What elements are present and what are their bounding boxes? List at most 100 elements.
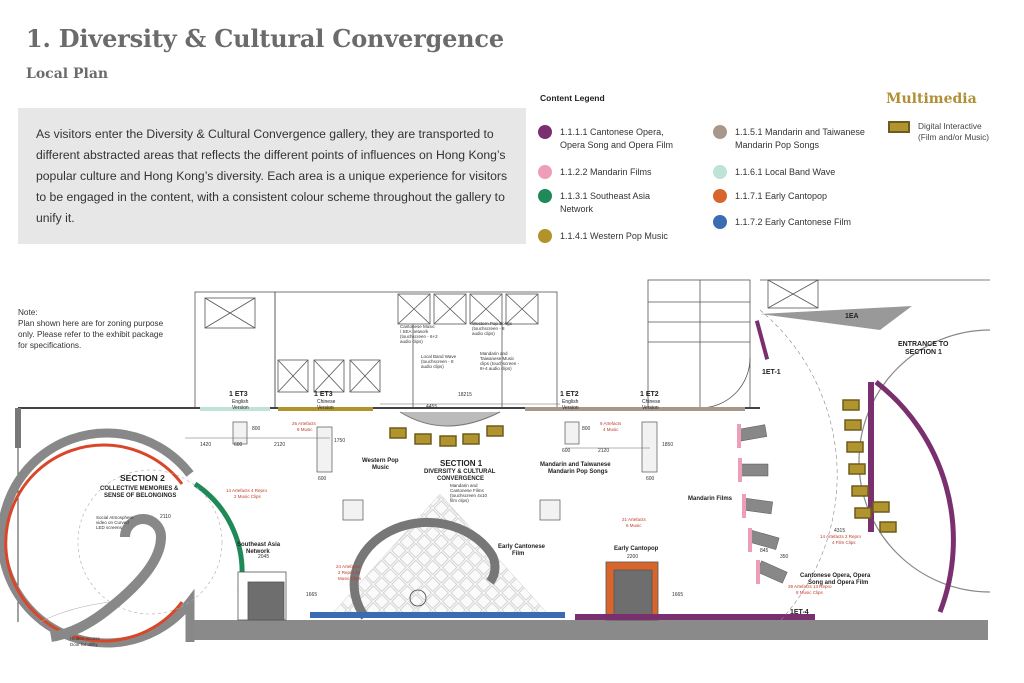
- et1-label: 1ET-1: [762, 369, 781, 376]
- section2-artefacts: 14 Artefacts 4 Repro: [226, 488, 268, 493]
- svg-text:Song and Opera Film: Song and Opera Film: [808, 580, 868, 586]
- svg-text:Version: Version: [232, 405, 249, 411]
- dim-label: 600: [234, 442, 243, 448]
- upper-rooms: [194, 279, 990, 409]
- description-box: As visitors enter the Diversity & Cultur…: [18, 108, 526, 244]
- svg-text:6 Music: 6 Music: [626, 523, 642, 528]
- svg-text:2 Repro 10: 2 Repro 10: [338, 570, 361, 575]
- svg-text:8 Music: 8 Music: [297, 427, 313, 432]
- cantopop-artefacts: 21 Artefacts: [622, 517, 647, 522]
- mandarin-music-note: Mandarin and: [480, 351, 508, 356]
- svg-text:audio clips): audio clips): [472, 331, 495, 336]
- legend-label: 1.1.7.2 Early Cantonese Film: [735, 217, 852, 227]
- svg-text:SENSE OF BELONGINGS: SENSE OF BELONGINGS: [104, 493, 176, 499]
- strip-local-band: [200, 407, 270, 411]
- svg-text:Version: Version: [562, 405, 579, 411]
- opera-purple-walls: [754, 320, 874, 532]
- section1-subtitle: DIVERSITY & CULTURAL: [424, 469, 496, 475]
- entrance-area: [759, 306, 991, 641]
- et2-1-label: 1 ET2: [560, 391, 579, 398]
- svg-text:SECTION 1: SECTION 1: [905, 349, 942, 356]
- svg-text:4 Music: 4 Music: [603, 427, 619, 432]
- legend-label: 1.1.1.1 Cantonese Opera,Opera Song and O…: [560, 127, 674, 150]
- legend-dot: [713, 165, 727, 179]
- legend-title: Content Legend: [540, 93, 605, 103]
- section2-spiral: [50, 514, 167, 642]
- legend-item-western-pop: 1.1.4.1 Western Pop Music: [538, 229, 668, 243]
- svg-text:Chinese: Chinese: [642, 399, 661, 405]
- sea-label: Southeast Asia: [237, 542, 281, 548]
- mandarin-artefacts: 9 Artefacts: [600, 421, 622, 426]
- svg-text:(touchscreen - 8: (touchscreen - 8: [421, 359, 454, 364]
- svg-text:(touchscreen - 6+2: (touchscreen - 6+2: [400, 334, 438, 339]
- svg-text:film clips): film clips): [450, 498, 469, 503]
- legend-dot: [538, 165, 552, 179]
- multimedia-title: Multimedia: [886, 91, 977, 107]
- description-text: As visitors enter the Diversity & Cultur…: [36, 127, 508, 225]
- legend-item-cantonese-opera: 1.1.1.1 Cantonese Opera,Opera Song and O…: [538, 125, 674, 151]
- legend-label: 1.1.7.1 Early Cantopop: [735, 191, 828, 201]
- films-touchscreen-note: Mandarin and: [450, 483, 478, 488]
- western-pop-label: Western Pop: [362, 458, 399, 464]
- dim-label: 1665: [306, 592, 317, 598]
- western-pop-curve: [399, 411, 501, 427]
- dim-label: 1420: [200, 442, 211, 448]
- svg-text:Film: Film: [512, 551, 524, 557]
- et2-2-label: 1 ET2: [640, 391, 659, 398]
- svg-text:CONVERGENCE: CONVERGENCE: [437, 476, 484, 482]
- svg-text:LED screens: LED screens: [96, 525, 123, 530]
- svg-text:Music Clips: Music Clips: [338, 576, 362, 581]
- dim-label: 845: [760, 548, 769, 554]
- dim-label: 1665: [672, 592, 683, 598]
- multimedia-legend-item: Digital Interactive(Film and/or Music): [888, 121, 989, 143]
- svg-text:Door for utility: Door for utility: [70, 642, 99, 647]
- local-band-note: Local Band Wave: [421, 354, 457, 359]
- dim-label: 1850: [662, 442, 673, 448]
- dimension-lines: [185, 403, 650, 449]
- svg-text:Taiwanese Music: Taiwanese Music: [480, 356, 515, 361]
- dim-label: 800: [582, 426, 591, 432]
- svg-text:clips (touchscreen -: clips (touchscreen -: [480, 361, 520, 366]
- digital-interactive-icon: [888, 121, 910, 133]
- legend-item-local-band: 1.1.6.1 Local Band Wave: [713, 165, 835, 179]
- svg-text:Chinese: Chinese: [317, 399, 336, 405]
- svg-text:(touchscreen - 8: (touchscreen - 8: [472, 326, 505, 331]
- mandarin-pop-label: Mandarin and Taiwanese: [540, 462, 611, 468]
- svg-text:8+4 audio clips): 8+4 audio clips): [480, 366, 512, 371]
- section1-curved-wall: [349, 517, 500, 620]
- plan-note: Note: Plan shown here are for zoning pur…: [18, 308, 164, 350]
- svg-text:8 Music Clips: 8 Music Clips: [796, 590, 824, 595]
- dim-label: 2120: [598, 448, 609, 454]
- hidden-door-note: Hidden Access: [70, 636, 101, 641]
- et4-label: 1ET-4: [790, 609, 809, 616]
- section2-subtitle: COLLECTIVE MEMORIES &: [100, 486, 179, 492]
- svg-text:/ SEA network: / SEA network: [400, 329, 429, 334]
- page-title: 1. Diversity & Cultural Convergence: [26, 24, 504, 53]
- entrance-label: ENTRANCE TO: [898, 341, 949, 348]
- svg-text:2 Music Clips: 2 Music Clips: [234, 494, 262, 499]
- dim-label: 2045: [258, 554, 269, 560]
- pillars: [232, 421, 658, 521]
- interactive-screens: [389, 399, 897, 533]
- svg-text:Network: Network: [246, 549, 270, 555]
- opera-label: Cantonese Opera, Opera: [800, 573, 871, 579]
- early-cantopop-label: Early Cantopop: [614, 546, 659, 552]
- western-songs-note: Western Pop Songs: [472, 321, 513, 326]
- dim-label: 350: [780, 554, 789, 560]
- bottom-rooms: [237, 561, 659, 621]
- et3-1-version: English: [232, 399, 249, 405]
- section2-inner-ring: [77, 469, 223, 615]
- dim-label: 4315: [834, 528, 845, 534]
- strip-collective-memories: [4, 443, 184, 643]
- legend-dot: [713, 215, 727, 229]
- legend-dot: [713, 125, 727, 139]
- mandarin-film-artefacts: 14 Artefacts 2 Repro: [820, 534, 862, 539]
- mandarin-film-walls: [736, 424, 788, 584]
- legend-label: 1.1.2.2 Mandarin Films: [560, 167, 652, 177]
- svg-text:Version: Version: [317, 405, 334, 411]
- multimedia-label: Digital Interactive(Film and/or Music): [918, 121, 989, 142]
- western-artefacts: 26 Artefacts: [292, 421, 317, 426]
- svg-text:audio clips): audio clips): [421, 364, 444, 369]
